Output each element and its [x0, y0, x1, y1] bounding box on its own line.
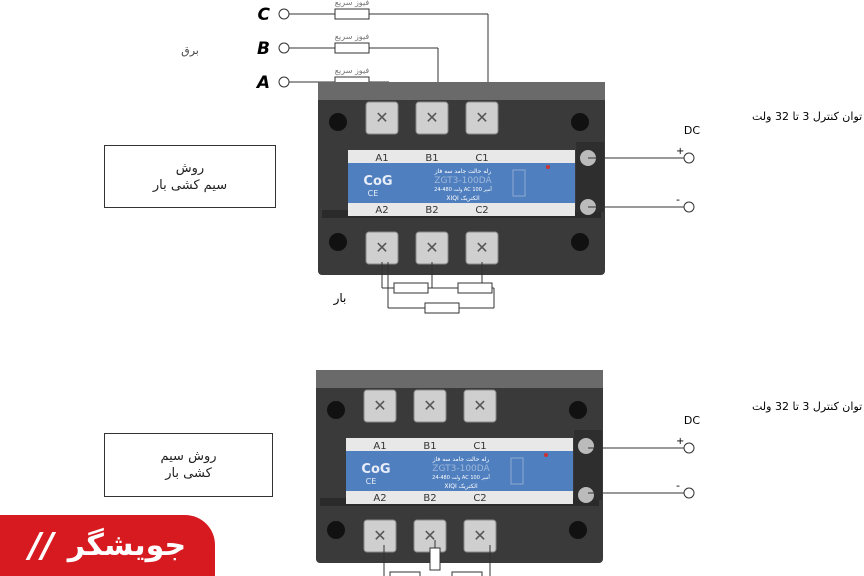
- plus-bottom: +: [676, 436, 684, 447]
- load-network-top: [381, 262, 495, 314]
- ce-mark: CE: [368, 189, 379, 198]
- terminal-label: C1: [475, 153, 488, 164]
- terminal-label: A2: [373, 493, 386, 504]
- control-wires-top: [588, 152, 695, 499]
- minus-top: -: [676, 193, 680, 206]
- wiring-method-title-top-1: روش: [175, 160, 205, 176]
- relay-symbol-icon: [512, 169, 526, 197]
- screw-icon: ✕: [423, 526, 436, 545]
- wiring-method-title-bottom-2: کشی بار: [165, 466, 212, 481]
- relay-title: رله حالت جامد سه فاز: [432, 456, 490, 463]
- terminal-screw-A2: [363, 519, 397, 553]
- logo-mark-icon: //: [28, 525, 54, 566]
- mount-hole: [329, 233, 347, 251]
- terminal-screw-C1: [463, 389, 497, 423]
- fuse-c-label: فیوز سریع: [335, 0, 370, 7]
- terminal-label: B1: [425, 153, 438, 164]
- fuse-a-label: فیوز سریع: [335, 66, 370, 75]
- phase-c-label: C: [258, 5, 271, 25]
- load-network-bottom: [383, 540, 491, 576]
- wiring-method-box-top: روش سیم کشی بار: [104, 145, 276, 208]
- terminal-screw-B1: [413, 389, 447, 423]
- site-logo[interactable]: جویشگر //: [0, 515, 215, 576]
- screw-icon: ✕: [373, 396, 386, 415]
- load-resistor-vertical: [429, 547, 441, 571]
- supply-label: برق: [181, 44, 199, 57]
- screw-icon: ✕: [425, 108, 438, 127]
- minus-bottom: -: [676, 479, 680, 492]
- phase-a-label: A: [255, 73, 270, 93]
- relay-title: رله حالت جامد سه فاز: [434, 168, 492, 175]
- fuse-c: [334, 8, 370, 20]
- wiring-method-title-top-2: سیم کشی بار: [152, 177, 228, 193]
- terminal-screw-C1: [465, 101, 499, 135]
- fuse-b-label: فیوز سریع: [335, 32, 370, 41]
- plus-top: +: [676, 146, 684, 157]
- screw-icon: ✕: [473, 526, 486, 545]
- phase-b-label: B: [257, 39, 270, 59]
- relay-model: ZGT3-100DA: [434, 176, 492, 186]
- relay-symbol-icon: [510, 457, 524, 485]
- load-label: بار: [333, 291, 347, 306]
- mount-hole: [571, 233, 589, 251]
- logo-text: جویشگر: [67, 528, 187, 563]
- load-resistor-2: [457, 282, 493, 294]
- screw-icon: ✕: [375, 108, 388, 127]
- screw-icon: ✕: [475, 238, 488, 257]
- screw-icon: ✕: [423, 396, 436, 415]
- load-resistor-1: [393, 282, 429, 294]
- label-blue-panel: [346, 451, 573, 491]
- control-screw-minus: [578, 487, 594, 503]
- load-resistor-3: [424, 302, 460, 314]
- control-dc-top: DC: [684, 124, 700, 137]
- terminal-screw-A1: [363, 389, 397, 423]
- screw-icon: ✕: [375, 238, 388, 257]
- terminal-label: C1: [473, 441, 486, 452]
- status-led: [544, 453, 548, 457]
- control-dc-bottom: DC: [684, 414, 700, 427]
- terminal-label: A1: [373, 441, 386, 452]
- terminal-screw-A1: [365, 101, 399, 135]
- relay-model: ZGT3-100DA: [432, 464, 490, 474]
- terminal-screw-B1: [415, 101, 449, 135]
- terminal-label: A2: [375, 205, 388, 216]
- wiring-method-title-bottom-1: روش سیم: [160, 449, 217, 464]
- mount-hole: [569, 401, 587, 419]
- control-label-top: توان کنترل 3 تا 32 ولت: [752, 110, 862, 123]
- relay-rating: 24-480 ولت AC 100 آمپر: [434, 186, 492, 193]
- terminal-screw-C2: [463, 519, 497, 553]
- screw-icon: ✕: [473, 396, 486, 415]
- label-blue-panel: [348, 163, 575, 203]
- control-label-bottom: توان کنترل 3 تا 32 ولت: [752, 400, 862, 413]
- relay-cover: [316, 370, 603, 388]
- terminal-label: A1: [375, 153, 388, 164]
- mount-hole: [327, 521, 345, 539]
- screw-icon: ✕: [475, 108, 488, 127]
- relay-maker: XIQI الکتریک: [446, 195, 480, 202]
- terminal-label: B1: [423, 441, 436, 452]
- terminal-label: C2: [475, 205, 488, 216]
- brand-logo: CoG: [363, 174, 392, 189]
- mount-hole: [327, 401, 345, 419]
- fuse-b: [334, 42, 370, 54]
- brand-logo: CoG: [361, 462, 390, 477]
- mount-hole: [569, 521, 587, 539]
- terminal-label: B2: [425, 205, 438, 216]
- screw-icon: ✕: [373, 526, 386, 545]
- wiring-method-box-bottom: روش سیم کشی بار: [104, 433, 273, 497]
- relay-rating: 24-480 ولت AC 100 آمپر: [432, 474, 490, 481]
- terminal-label: B2: [423, 493, 436, 504]
- mount-hole: [571, 113, 589, 131]
- ce-mark: CE: [366, 477, 377, 486]
- screw-icon: ✕: [425, 238, 438, 257]
- status-led: [546, 165, 550, 169]
- control-screw-plus: [578, 438, 594, 454]
- relay-maker: XIQI الکتریک: [444, 483, 478, 490]
- mount-hole: [329, 113, 347, 131]
- relay-cover: [318, 82, 605, 100]
- terminal-label: C2: [473, 493, 486, 504]
